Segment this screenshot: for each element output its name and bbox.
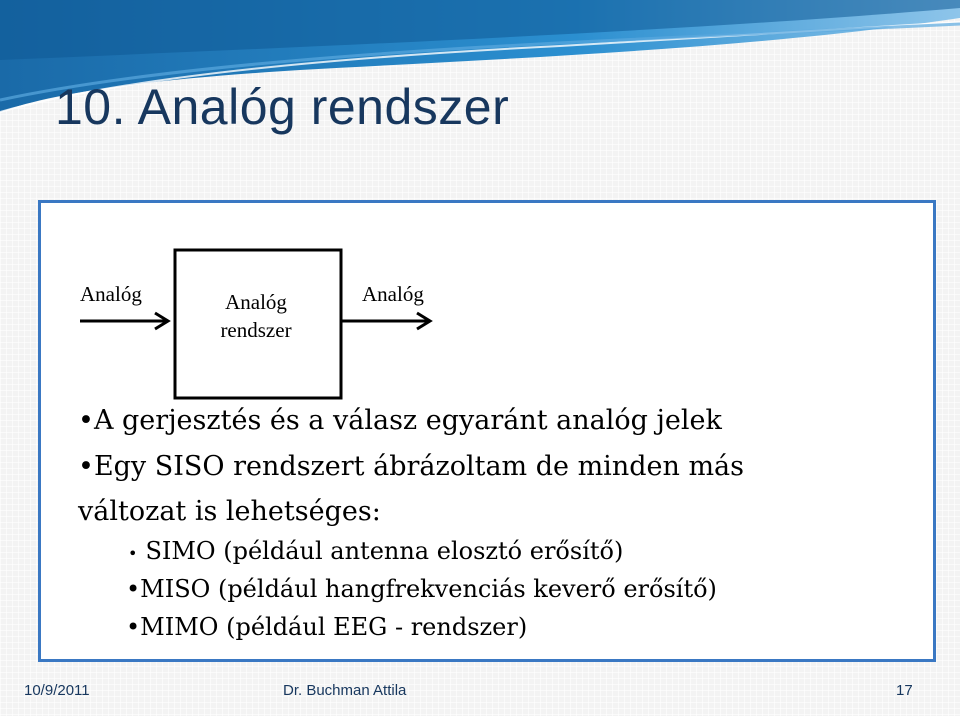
bullet-marker: • [78, 405, 94, 436]
slide-title: 10. Analóg rendszer [55, 79, 510, 135]
bullet-text: változat is lehetséges: [78, 496, 381, 527]
sub-bullet-item: • SIMO (például antenna elosztó erősítő) [128, 537, 623, 565]
bullet-item: •A gerjesztés és a válasz egyaránt analó… [78, 405, 722, 436]
output-arrow [341, 311, 433, 331]
header-swoosh-graphic [0, 0, 960, 113]
bullet-text: MIMO (például EEG - rendszer) [140, 613, 528, 641]
bullet-text: A gerjesztés és a válasz egyaránt analóg… [93, 405, 722, 436]
system-box [173, 248, 343, 400]
footer-page-number: 17 [896, 682, 913, 699]
bullet-text: SIMO (például antenna elosztó erősítő) [145, 537, 624, 565]
output-label: Analóg [362, 282, 424, 306]
bullet-marker: • [128, 544, 138, 563]
bullet-text: Egy SISO rendszert ábrázoltam de minden … [93, 451, 744, 482]
bullet-continuation: változat is lehetséges: [78, 496, 381, 527]
box-label-line1: Analóg [225, 290, 287, 314]
footer-date: 10/9/2011 [24, 682, 90, 699]
footer-author: Dr. Buchman Attila [283, 682, 407, 699]
bullet-item: •Egy SISO rendszert ábrázoltam de minden… [78, 451, 744, 482]
content-frame [38, 200, 936, 662]
bullet-marker: • [126, 575, 141, 603]
bullet-marker: • [78, 451, 94, 482]
input-arrow [80, 311, 171, 331]
bullet-marker: • [126, 613, 141, 641]
bullet-text: MISO (például hangfrekvenciás keverő erő… [140, 575, 717, 603]
sub-bullet-item: •MISO (például hangfrekvenciás keverő er… [126, 575, 717, 603]
sub-bullet-item: •MIMO (például EEG - rendszer) [126, 613, 527, 641]
input-label: Analóg [80, 282, 142, 306]
box-label-line2: rendszer [220, 318, 291, 342]
